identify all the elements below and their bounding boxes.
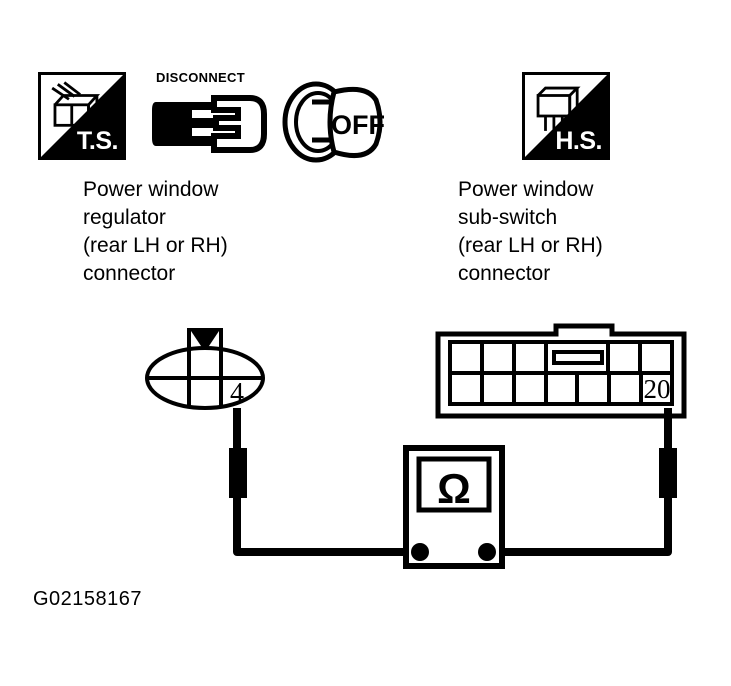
figure-caption: G02158167	[33, 588, 143, 610]
left-label-line-2: regulator	[83, 206, 166, 229]
terminal-side-badge-art	[41, 75, 123, 157]
regulator-connector: 4	[140, 326, 270, 426]
disconnect-label: DISCONNECT	[156, 70, 245, 85]
right-label-line-4: connector	[458, 262, 551, 285]
sub-switch-connector: 20	[434, 322, 688, 426]
ohmmeter-terminal-left	[411, 543, 429, 561]
ohmmeter-terminal-right	[478, 543, 496, 561]
regulator-connector-art: 4	[145, 328, 265, 410]
left-component-label: Power window regulator (rear LH or RH) c…	[83, 176, 228, 288]
right-label-line-1: Power window	[458, 178, 594, 201]
left-label-line-4: connector	[83, 262, 176, 285]
ohmmeter-display	[416, 456, 492, 513]
terminal-side-badge: T.S.	[38, 72, 126, 160]
left-test-lead	[233, 408, 420, 556]
ignition-off-icon: OFF	[282, 80, 385, 166]
locking-slot	[552, 350, 604, 365]
sub-switch-terminal-number: 20	[644, 374, 671, 404]
right-label-line-3: (rear LH or RH)	[458, 234, 603, 257]
left-label-line-1: Power window	[83, 178, 219, 201]
left-label-line-3: (rear LH or RH)	[83, 234, 228, 257]
terminal-pointer-marker	[189, 328, 221, 352]
harness-side-badge-label: H.S.	[555, 127, 602, 155]
regulator-terminal-number: 4	[230, 378, 244, 409]
left-probe-body	[229, 448, 247, 498]
right-probe-body	[659, 448, 677, 498]
sub-switch-connector-art: 20	[435, 323, 687, 419]
harness-side-badge: H.S.	[522, 72, 610, 160]
ignition-off-text: OFF	[331, 110, 385, 140]
right-component-label: Power window sub-switch (rear LH or RH) …	[458, 176, 603, 288]
ohm-symbol: Ω	[437, 465, 471, 512]
terminal-side-badge-label: T.S.	[76, 127, 119, 155]
ignition-off-icon-art: OFF	[282, 81, 385, 163]
right-test-lead	[487, 408, 672, 556]
disconnect-icon-art	[152, 95, 267, 153]
disconnect-icon	[152, 88, 270, 160]
right-label-line-2: sub-switch	[458, 206, 558, 229]
harness-side-badge-art	[525, 75, 607, 157]
